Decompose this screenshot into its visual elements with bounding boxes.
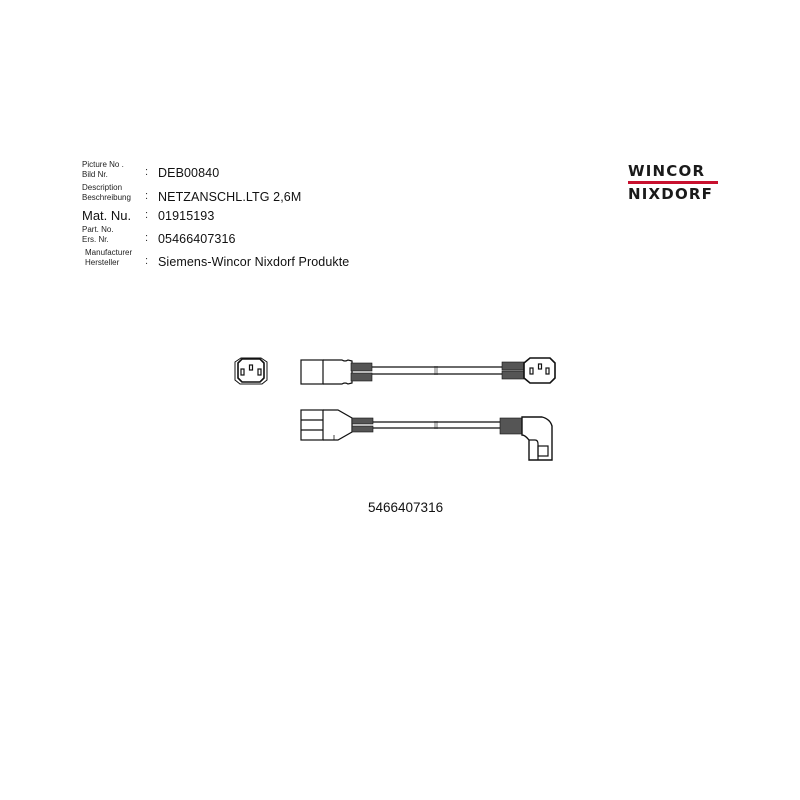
cable-drawing: [234, 357, 556, 461]
mat-nu-value: 01915193: [158, 209, 215, 223]
manufacturer-value: Siemens-Wincor Nixdorf Produkte: [158, 255, 350, 269]
picture-no-label-en: Picture No .: [82, 160, 124, 169]
description-value: NETZANSCHL.LTG 2,6M: [158, 190, 302, 204]
part-no-label-en: Part. No.: [82, 225, 114, 234]
separator: :: [145, 209, 149, 221]
angled-cable-icon: [300, 409, 553, 461]
wincor-nixdorf-logo: WINCOR NIXDORF: [628, 163, 718, 202]
picture-no-value: DEB00840: [158, 166, 220, 180]
part-no-value: 05466407316: [158, 232, 236, 246]
c13-socket-front-icon: [234, 357, 268, 385]
description-label-en: Description: [82, 183, 123, 192]
logo-red-bar: [628, 181, 718, 184]
manufacturer-label-de: Hersteller: [85, 258, 120, 267]
mat-nu-label: Mat. Nu.: [82, 208, 132, 223]
straight-cable-icon: [300, 357, 556, 385]
separator: :: [145, 166, 149, 178]
logo-line2: NIXDORF: [628, 185, 714, 203]
description-label-de: Beschreibung: [82, 193, 131, 202]
separator: :: [145, 255, 149, 267]
manufacturer-label-en: Manufacturer: [85, 248, 133, 257]
separator: :: [145, 190, 149, 202]
logo-line1: WINCOR: [628, 162, 706, 180]
part-number-caption: 5466407316: [368, 500, 444, 515]
part-no-label-de: Ers. Nr.: [82, 235, 109, 244]
picture-no-label-de: Bild Nr.: [82, 170, 108, 179]
separator: :: [145, 232, 149, 244]
